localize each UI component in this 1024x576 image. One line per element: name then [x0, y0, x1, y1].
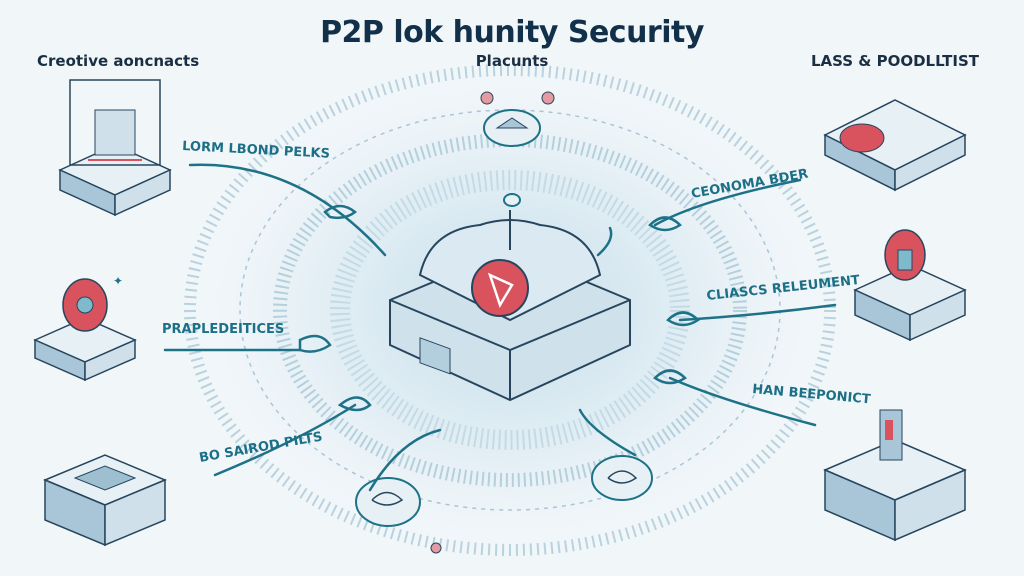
- arrow-top-left: [188, 163, 387, 257]
- arrow-top-right: [653, 178, 802, 227]
- header-left: Creotive aoncnacts: [37, 52, 199, 70]
- node-top-center[interactable]: [480, 91, 555, 147]
- central-security-hub[interactable]: [389, 193, 631, 402]
- connector-arrows: [163, 163, 837, 492]
- header-center: Placunts: [476, 52, 549, 70]
- arrow-bottom-right: [668, 376, 817, 427]
- node-bottom-left[interactable]: [355, 477, 442, 554]
- page-title: P2P lok hunity Security: [320, 15, 705, 50]
- shield-icon: [471, 259, 529, 317]
- header-right: LASS & POODLLTIST: [811, 52, 980, 70]
- device-bottom-right[interactable]: [823, 409, 967, 542]
- spark-icon: ✦: [113, 274, 123, 288]
- device-top-left[interactable]: [58, 79, 172, 217]
- label-mid-left: PRAPLEDEITICES: [162, 322, 284, 337]
- arrow-bottom-left: [213, 403, 357, 477]
- arrow-bottom-right-inner: [578, 408, 637, 457]
- device-bottom-left[interactable]: [43, 454, 167, 547]
- node-bottom-right[interactable]: [591, 455, 653, 501]
- device-top-right[interactable]: [823, 99, 967, 192]
- device-mid-left[interactable]: ✦: [33, 274, 137, 382]
- device-mid-right[interactable]: [853, 229, 967, 342]
- arrow-bottom-center: [368, 428, 442, 492]
